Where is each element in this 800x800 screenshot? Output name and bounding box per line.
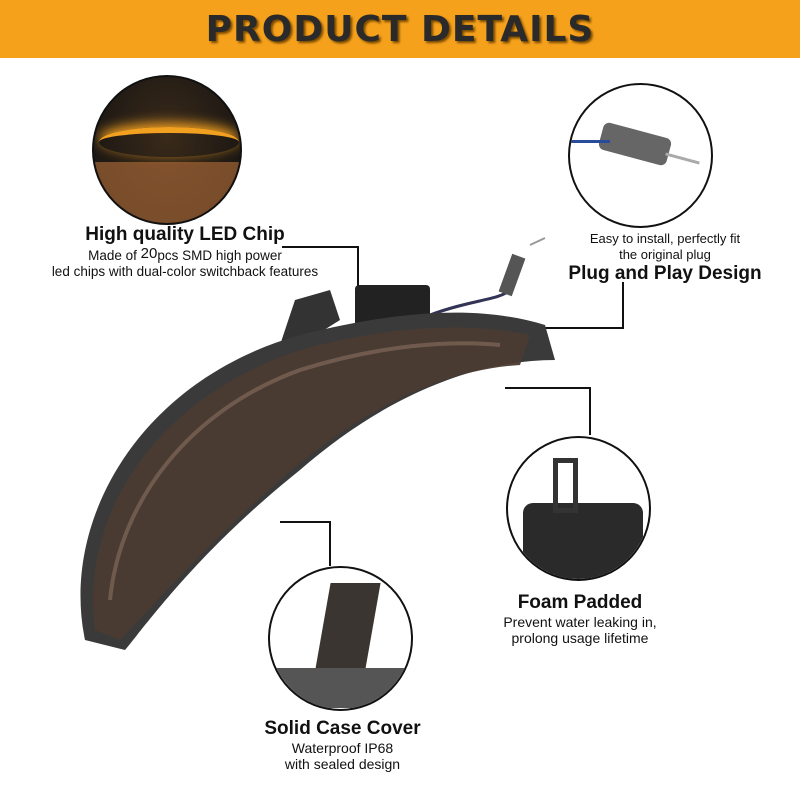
chip-count: 20	[140, 245, 158, 262]
feature-text: prolong usage lifetime	[511, 630, 649, 646]
plug-detail-image	[568, 83, 713, 228]
lens	[93, 327, 530, 640]
title-banner: PRODUCT DETAILS	[0, 0, 800, 58]
feature-text: Easy to install, perfectly fit	[589, 231, 741, 246]
page-title: PRODUCT DETAILS	[205, 8, 595, 50]
feature-text: led chips with dual-color switchback fea…	[51, 264, 319, 279]
feature-title: Solid Case Cover	[264, 718, 421, 739]
feature-solid-case: Solid Case Cover Waterproof IP68 with se…	[230, 718, 455, 772]
feature-text: Prevent water leaking in,	[503, 614, 657, 630]
feature-title: Plug and Play Design	[568, 263, 762, 284]
feature-led-chip: High quality LED Chip Made of 20pcs SMD …	[40, 224, 330, 280]
feature-foam-padded: Foam Padded Prevent water leaking in, pr…	[480, 592, 680, 646]
feature-title: Foam Padded	[517, 592, 643, 613]
foam-padded-detail-image	[506, 436, 651, 581]
feature-title: High quality LED Chip	[85, 224, 285, 245]
case-cover-detail-image	[268, 566, 413, 711]
feature-text: with sealed design	[284, 756, 401, 772]
led-chip-detail-image	[92, 75, 242, 225]
feature-plug-and-play: Easy to install, perfectly fit the origi…	[555, 231, 775, 285]
foam-gasket	[80, 312, 555, 650]
feature-text: Made of	[88, 248, 141, 263]
feature-text: Waterproof IP68	[291, 740, 394, 756]
feature-text: pcs SMD high power	[157, 248, 282, 263]
feature-text: the original plug	[619, 247, 711, 262]
